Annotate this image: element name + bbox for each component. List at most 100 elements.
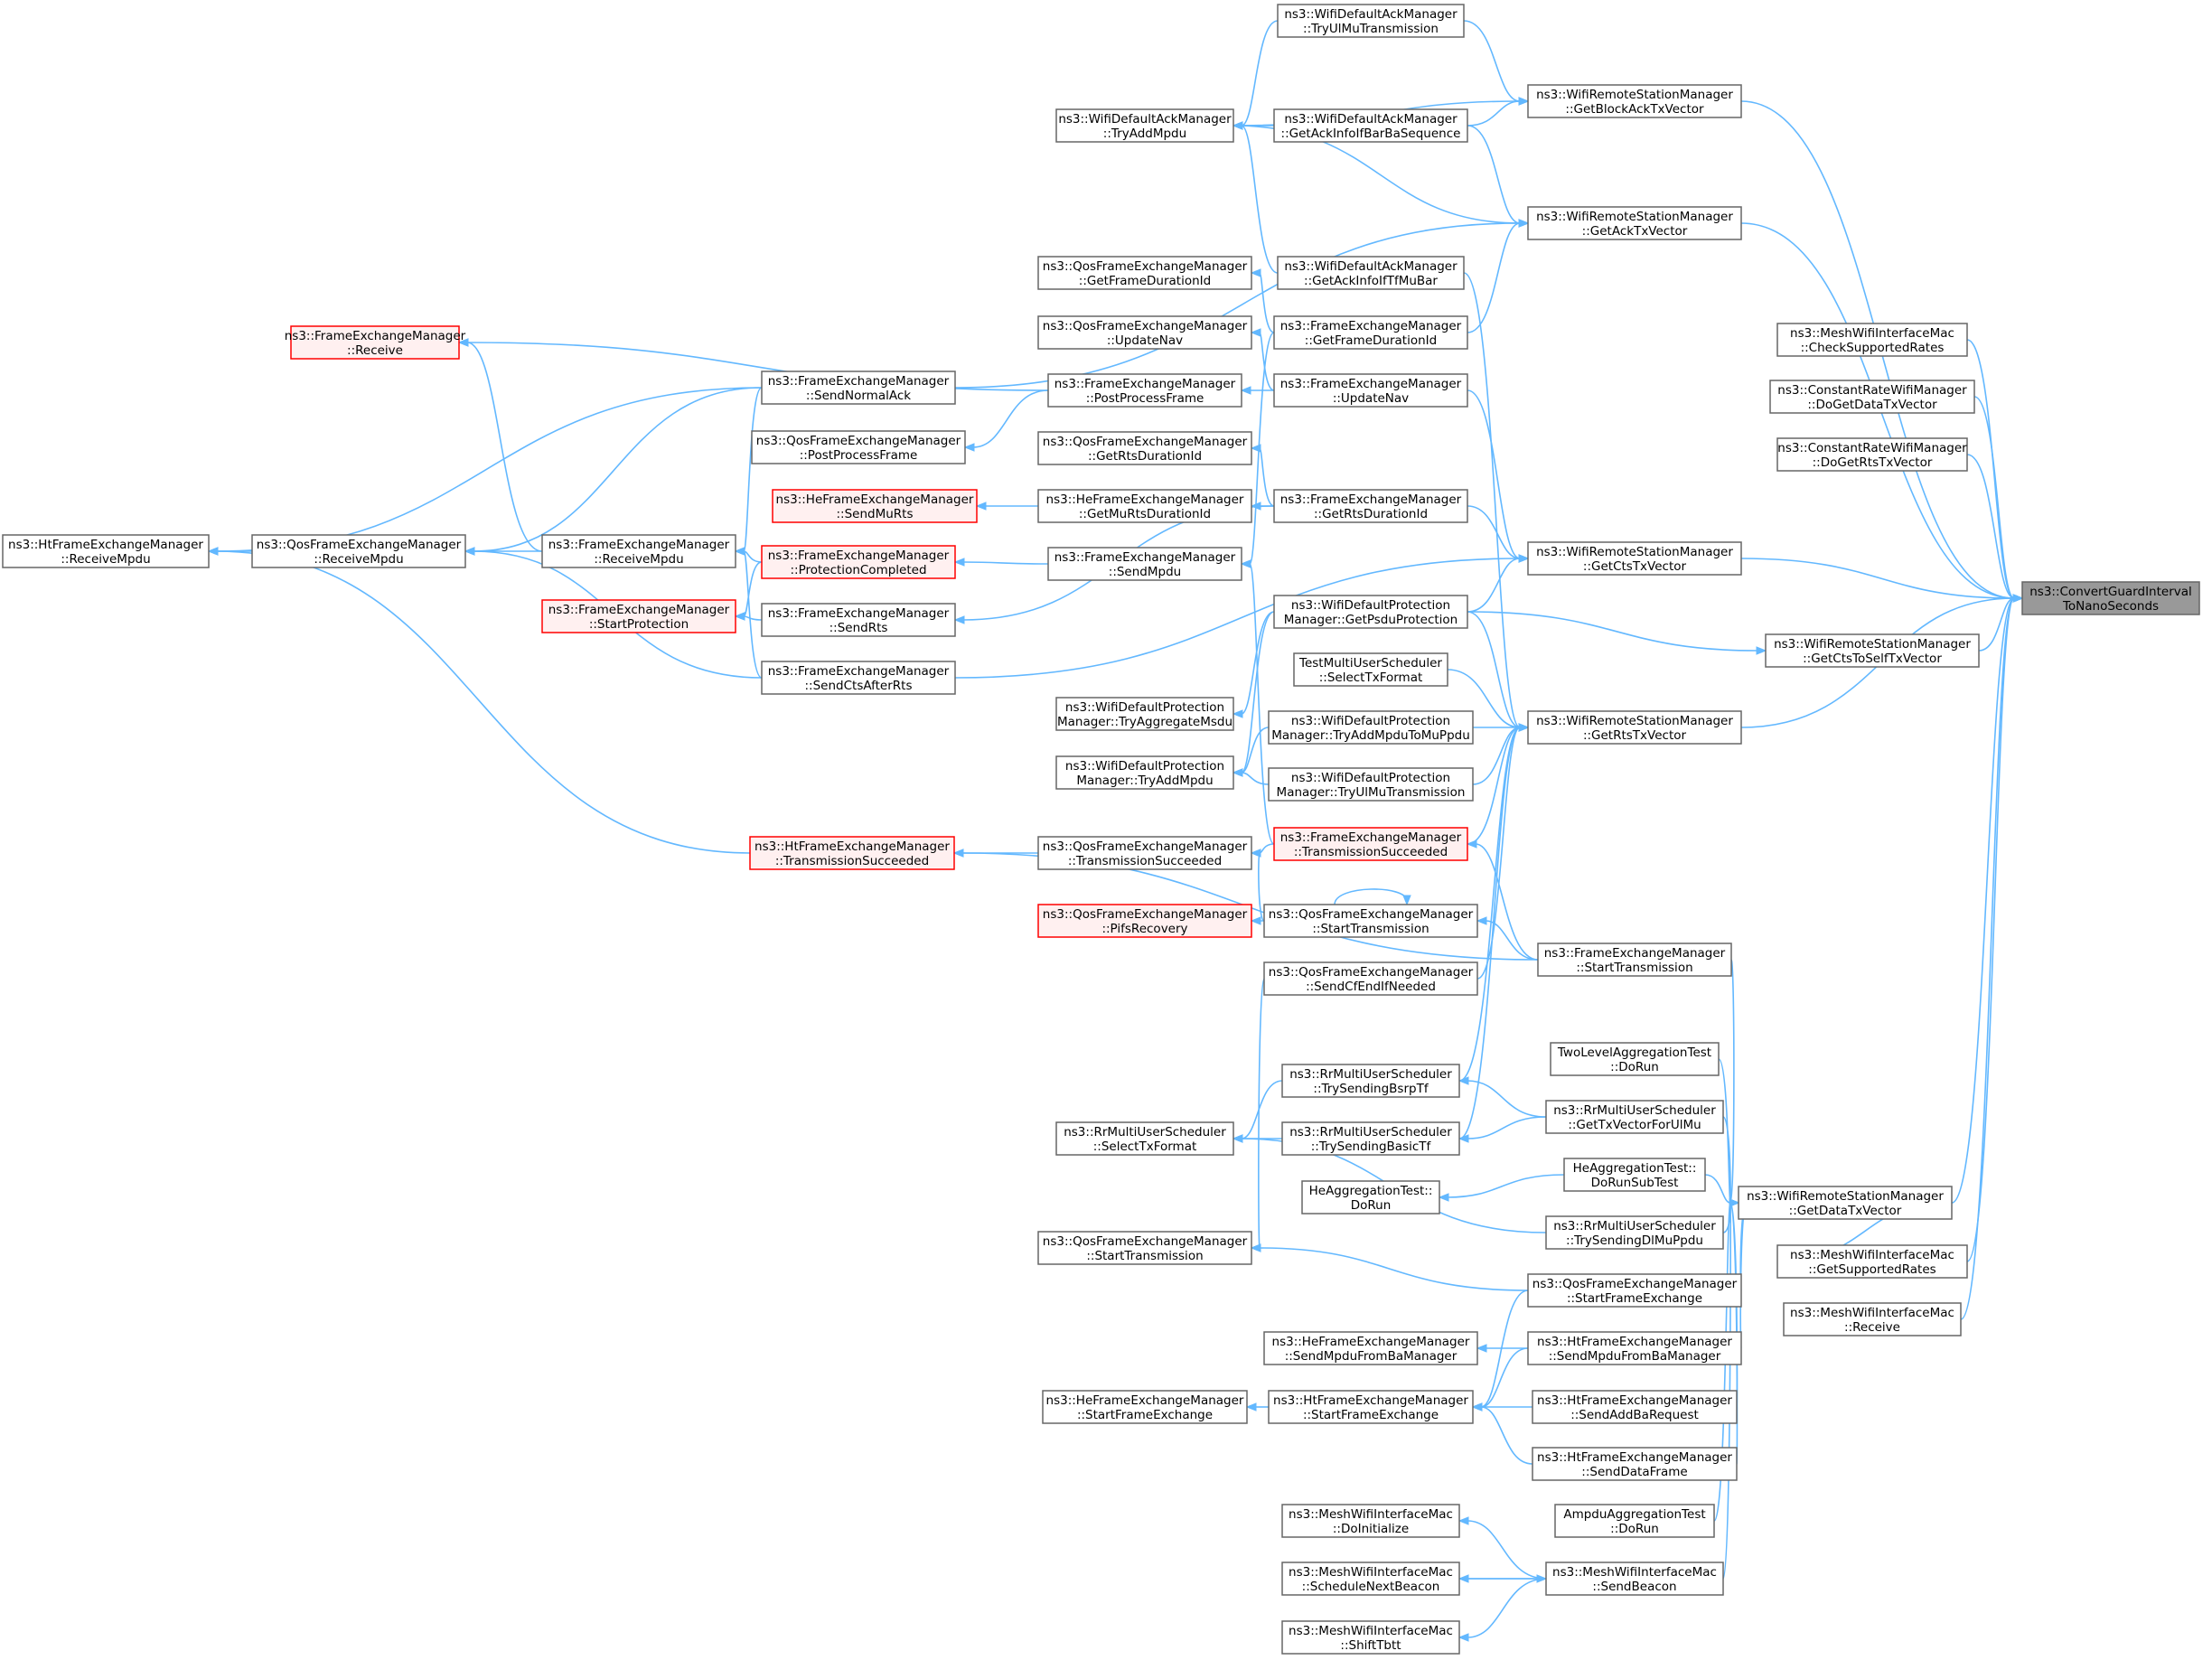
function-node[interactable]: TestMultiUserScheduler::SelectTxFormat [1293,652,1448,687]
function-node[interactable]: ns3::RrMultiUserScheduler::TrySendingDlM… [1545,1215,1724,1250]
node-label-line: ::SendMpduFromBaManager [1285,1349,1457,1364]
function-node[interactable]: ns3::FrameExchangeManager::GetRtsDuratio… [1273,489,1468,523]
function-node[interactable]: ns3::WifiRemoteStationManager::GetBlockA… [1527,84,1742,118]
function-node[interactable]: ns3::FrameExchangeManager::SendMpdu [1047,547,1242,581]
node-box [1037,256,1252,290]
function-node[interactable]: ns3::HtFrameExchangeManager::SendMpduFro… [1527,1331,1742,1365]
function-node[interactable]: ns3::MeshWifiInterfaceMac::ScheduleNextB… [1281,1562,1460,1596]
function-node[interactable]: ns3::HtFrameExchangeManager::Transmissio… [749,836,955,870]
function-node[interactable]: ns3::FrameExchangeManager::GetFrameDurat… [1273,315,1468,350]
function-node[interactable]: ns3::HtFrameExchangeManager::SendDataFra… [1532,1447,1738,1481]
node-label-line: ::PostProcessFrame [800,448,918,463]
function-node[interactable]: ns3::FrameExchangeManager::StartTransmis… [1537,943,1732,977]
function-node[interactable]: ns3::WifiDefaultAckManager::GetAckInfoIf… [1273,108,1468,143]
function-node[interactable]: ns3::HeFrameExchangeManager::StartFrameE… [1042,1390,1248,1424]
function-node[interactable]: ns3::HtFrameExchangeManager::SendAddBaRe… [1532,1390,1738,1424]
function-node[interactable]: ns3::WifiRemoteStationManager::GetDataTx… [1738,1186,1953,1220]
node-label-line: ns3::QosFrameExchangeManager [1043,259,1248,274]
function-node[interactable]: ns3::MeshWifiInterfaceMac::CheckSupporte… [1776,323,1968,357]
node-box [1527,206,1742,240]
function-node[interactable]: ns3::QosFrameExchangeManager::StartTrans… [1263,904,1478,938]
function-node[interactable]: ns3::FrameExchangeManager::TransmissionS… [1273,827,1468,861]
call-edge [1457,1076,1547,1118]
function-node[interactable]: ns3::FrameExchangeManager::StartProtecti… [541,599,736,633]
function-node[interactable]: ns3::WifiDefaultAckManager::TryUlMuTrans… [1277,4,1465,38]
function-node[interactable]: ns3::WifiRemoteStationManager::GetCtsToS… [1765,633,1980,668]
function-node[interactable]: ns3::RrMultiUserScheduler::TrySendingBsr… [1281,1064,1460,1098]
call-edge [1960,594,2024,1320]
function-node[interactable]: ns3::HtFrameExchangeManager::ReceiveMpdu [2,534,210,568]
function-node[interactable]: ns3::FrameExchangeManager::ProtectionCom… [761,545,956,579]
function-node[interactable]: ns3::WifiRemoteStationManager::GetAckTxV… [1527,206,1742,240]
node-label-line: ns3::WifiDefaultProtection [1291,771,1450,785]
function-node[interactable]: ns3::FrameExchangeManager::SendNormalAck [761,370,956,405]
function-node[interactable]: ns3::FrameExchangeManager::SendCtsAfterR… [761,661,956,695]
function-node[interactable]: ns3::MeshWifiInterfaceMac::GetSupportedR… [1776,1244,1968,1279]
function-node[interactable]: ns3::QosFrameExchangeManager::StartTrans… [1037,1231,1252,1265]
function-node[interactable]: ns3::FrameExchangeManager::UpdateNav [1273,373,1468,408]
call-edge [1467,611,1530,732]
node-label-line: ns3::QosFrameExchangeManager [1043,319,1248,333]
function-node[interactable]: ns3::WifiDefaultProtectionManager::GetPs… [1273,595,1468,629]
function-node[interactable]: ns3::WifiDefaultProtectionManager::TryAg… [1055,697,1234,731]
function-node[interactable]: ns3::MeshWifiInterfaceMac::ShiftTbtt [1281,1620,1460,1655]
node-label-line: ns3::QosFrameExchangeManager [756,434,961,448]
node-box [1545,1215,1724,1250]
call-edge [734,547,763,679]
call-edge [1250,916,1264,925]
node-label-line: ns3::QosFrameExchangeManager [1269,907,1474,922]
function-node[interactable]: ns3::WifiDefaultAckManager::TryAddMpdu [1055,108,1234,143]
node-box [1047,547,1242,581]
node-label-line: DoRunSubTest [1591,1176,1679,1190]
node-box [1273,108,1468,143]
node-label-line: ::ReceiveMpdu [594,552,683,567]
node-label-line: AmpduAggregationTest [1563,1507,1705,1522]
call-edge [1240,559,1275,845]
function-node[interactable]: ns3::RrMultiUserScheduler::TrySendingBas… [1281,1121,1460,1156]
function-node[interactable]: ns3::WifiRemoteStationManager::GetRtsTxV… [1527,710,1742,745]
node-box [1281,1064,1460,1098]
function-node[interactable]: HeAggregationTest::DoRunSubTest [1563,1158,1706,1192]
call-edge [1722,1116,1740,1207]
function-node[interactable]: ns3::QosFrameExchangeManager::GetRtsDura… [1037,431,1252,465]
function-node[interactable]: ns3::WifiDefaultProtectionManager::TryAd… [1268,710,1474,745]
function-node[interactable]: ns3::HeFrameExchangeManager::SendMuRts [772,489,978,523]
function-node[interactable]: ns3::QosFrameExchangeManager::PifsRecove… [1037,904,1252,938]
function-node[interactable]: ns3::MeshWifiInterfaceMac::DoInitialize [1281,1504,1460,1538]
node-label-line: Manager::GetPsduProtection [1284,613,1457,627]
function-node[interactable]: ns3::QosFrameExchangeManager::StartFrame… [1527,1273,1742,1308]
function-node[interactable]: TwoLevelAggregationTest::DoRun [1550,1042,1720,1076]
function-node[interactable]: ns3::WifiRemoteStationManager::GetCtsTxV… [1527,541,1742,576]
function-node[interactable]: HeAggregationTest::DoRun [1301,1180,1440,1215]
function-node[interactable]: ns3::QosFrameExchangeManager::ReceiveMpd… [251,534,466,568]
node-label-line: ::GetTxVectorForUlMu [1568,1118,1701,1132]
function-node[interactable]: ns3::FrameExchangeManager::SendRts [761,603,956,637]
function-node[interactable]: ns3::HeFrameExchangeManager::SendMpduFro… [1263,1331,1478,1365]
function-node[interactable]: ns3::QosFrameExchangeManager::UpdateNav [1037,315,1252,350]
function-node[interactable]: ns3::MeshWifiInterfaceMac::Receive [1783,1302,1962,1336]
function-node[interactable]: ns3::WifiDefaultAckManager::GetAckInfoIf… [1277,256,1465,290]
function-node[interactable]: ns3::QosFrameExchangeManager::SendCfEndI… [1263,961,1478,996]
function-node[interactable]: ns3::WifiDefaultProtectionManager::TryAd… [1055,755,1234,790]
function-node[interactable]: AmpduAggregationTest::DoRun [1554,1504,1715,1538]
function-node[interactable]: ns3::ConstantRateWifiManager::DoGetRtsTx… [1776,437,1968,472]
function-node[interactable]: ns3::ConstantRateWifiManager::DoGetDataT… [1769,380,1975,414]
node-label-line: ns3::HeFrameExchangeManager [1046,492,1244,507]
function-node[interactable]: ns3::RrMultiUserScheduler::SelectTxForma… [1055,1121,1234,1156]
node-label-line: ::SendCfEndIfNeeded [1306,980,1436,994]
function-node[interactable]: ns3::RrMultiUserScheduler::GetTxVectorFo… [1545,1100,1724,1134]
function-node[interactable]: ns3::QosFrameExchangeManager::GetFrameDu… [1037,256,1252,290]
function-node[interactable]: ns3::FrameExchangeManager::Receive [285,325,466,360]
function-node[interactable]: ns3::QosFrameExchangeManager::PostProces… [751,430,966,464]
function-node[interactable]: ns3::HtFrameExchangeManager::StartFrameE… [1268,1390,1474,1424]
call-edge [1232,768,1270,785]
function-node[interactable]: ns3::HeFrameExchangeManager::GetMuRtsDur… [1037,489,1252,523]
function-node[interactable]: ns3::WifiDefaultProtectionManager::TryUl… [1268,767,1474,802]
node-box [1776,323,1968,357]
function-node[interactable]: ns3::QosFrameExchangeManager::Transmissi… [1037,836,1252,870]
function-node[interactable]: ns3::FrameExchangeManager::ReceiveMpdu [541,534,736,568]
function-node[interactable]: ns3::MeshWifiInterfaceMac::SendBeacon [1545,1562,1724,1596]
function-node[interactable]: ns3::FrameExchangeManager::PostProcessFr… [1047,373,1242,408]
node-label-line: ns3::HeFrameExchangeManager [776,492,974,507]
